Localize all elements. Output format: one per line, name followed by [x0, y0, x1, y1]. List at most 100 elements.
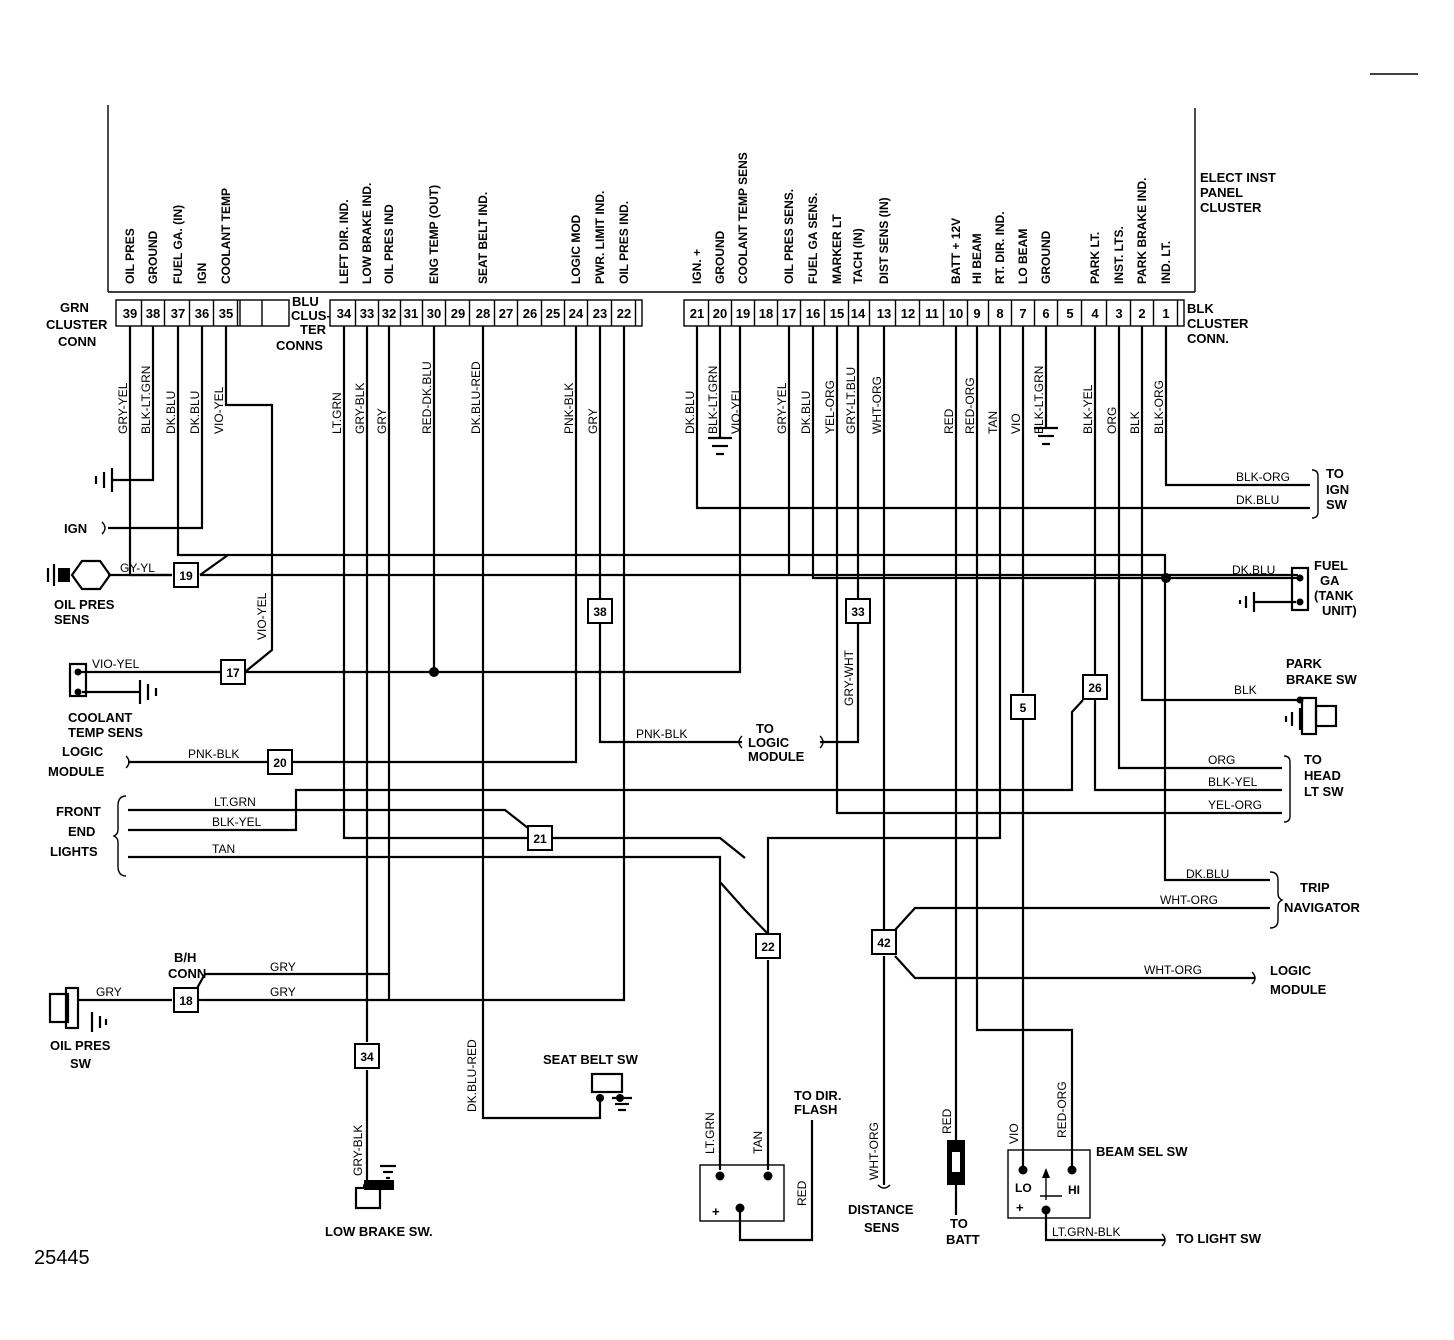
grn-cluster-conn-label: GRN CLUSTER CONN — [46, 300, 111, 349]
fuel-ga-label: FUEL GA (TANK UNIT) — [1314, 558, 1357, 618]
ground-icon — [1284, 708, 1302, 730]
instrument-cluster: ELECT INST PANEL CLUSTER — [107, 105, 1276, 293]
ign-label: IGN — [64, 521, 87, 536]
wire-pin35-coolant — [224, 326, 274, 673]
pin-number-6: 6 — [1042, 306, 1049, 321]
pin-function-16: FUEL GA SENS. — [806, 193, 820, 284]
pin-number-21: 21 — [690, 306, 704, 321]
pin-function-36: IGN — [195, 263, 209, 284]
wire-pin39 — [128, 326, 172, 577]
wire-label: GRY — [96, 985, 122, 999]
pin-function-9: HI BEAM — [970, 233, 984, 284]
wire-label: WHT-ORG — [1144, 963, 1202, 977]
wire-label: VIO-YEL — [255, 592, 269, 640]
splice-label: 5 — [1020, 701, 1027, 715]
blk-cluster-conn-label: BLK CLUSTER CONN. — [1187, 301, 1252, 346]
park-brake-sw-label: PARK BRAKE SW — [1286, 656, 1358, 687]
pin-number-36: 36 — [195, 306, 209, 321]
wire-coolant-to-pin19 — [245, 326, 742, 674]
wire-label: VIO — [1007, 1123, 1021, 1144]
wire-label: WHT-ORG — [867, 1122, 881, 1180]
bh-conn-label: B/H CONN — [168, 950, 206, 981]
beam-hi-label: HI — [1068, 1183, 1080, 1197]
wire-pin37-tap — [199, 554, 229, 576]
ground-icon — [708, 436, 732, 456]
pin-wire-8: TAN — [986, 411, 1000, 434]
oil-pres-sw-label: OIL PRES SW — [50, 1038, 114, 1071]
pin-wire-28: DK.BLU-RED — [469, 361, 483, 434]
connector-tip-icon — [738, 735, 743, 749]
wire-label: WHT-ORG — [1160, 893, 1218, 907]
to-dir-flash-label: TO DIR. FLASH — [794, 1088, 845, 1117]
wire-splice21-out — [552, 836, 746, 859]
front-end-lights-label: FRONT END LIGHTS — [50, 804, 104, 859]
pin-function-2: PARK BRAKE IND. — [1135, 178, 1149, 284]
wire-pin14-logic — [820, 624, 860, 744]
wire-pin1 — [1164, 326, 1310, 487]
pin-function-19: COOLANT TEMP SENS — [736, 152, 750, 284]
pin-number-27: 27 — [499, 306, 513, 321]
wire-label: PNK-BLK — [636, 727, 687, 741]
junction-dot-fuel — [1161, 573, 1171, 583]
wire-pin38-ground — [112, 326, 155, 482]
splice-34 — [354, 1043, 380, 1069]
pin-number-30: 30 — [427, 306, 441, 321]
pin-wire-37: DK.BLU — [164, 391, 178, 434]
pin-function-8: RT. DIR. IND. — [993, 211, 1007, 284]
wire-label: YEL-ORG — [1208, 798, 1262, 812]
pin-wire-30: RED-DK.BLU — [420, 361, 434, 434]
pin-number-39: 39 — [123, 306, 137, 321]
logic-module-right-label: LOGIC MODULE — [1270, 963, 1327, 997]
ground-icon — [46, 564, 56, 586]
ground-icon — [138, 680, 158, 704]
wire-label: LT.GRN — [703, 1112, 717, 1154]
splice-label: 22 — [761, 940, 775, 954]
splice-26 — [1082, 674, 1108, 700]
pin-number-17: 17 — [782, 306, 796, 321]
pin-number-15: 15 — [830, 306, 844, 321]
wire-pin16 — [811, 326, 1298, 580]
wire-pin3 — [1117, 326, 1282, 770]
wire-label: GY-YL — [120, 561, 155, 575]
pin-number-23: 23 — [593, 306, 607, 321]
ground-icon — [1238, 592, 1256, 612]
pin-number-12: 12 — [901, 306, 915, 321]
wire-front-tan — [128, 855, 722, 1170]
to-logic-module-mid-label: TO LOGIC MODULE — [748, 721, 805, 764]
wire-label: VIO-YEL — [92, 657, 140, 671]
pin-number-38: 38 — [146, 306, 160, 321]
low-brake-sw-label: LOW BRAKE SW. — [325, 1224, 433, 1239]
wire-pin2-parkbrake — [1140, 326, 1298, 702]
wire-pin4-headlt — [1093, 700, 1282, 792]
pin-function-22: OIL PRES IND. — [617, 201, 631, 284]
pin-wire-16: DK.BLU — [799, 391, 813, 434]
pin-number-3: 3 — [1115, 306, 1122, 321]
wire-pin9-hibeam — [975, 326, 1074, 1170]
pin-function-7: LO BEAM — [1016, 229, 1030, 284]
pin-wire-39: GRY-YEL — [116, 382, 130, 434]
pin-number-2: 2 — [1138, 306, 1145, 321]
pin-number-37: 37 — [171, 306, 185, 321]
pin-number-13: 13 — [877, 306, 891, 321]
wire-blk-yel-front — [128, 699, 1084, 832]
pin-wire-6: BLK-LT.GRN — [1032, 366, 1046, 434]
pin-function-17: OIL PRES SENS. — [782, 189, 796, 284]
pin-function-38: GROUND — [146, 230, 160, 284]
pin-function-4: PARK LT. — [1088, 232, 1102, 284]
pin-wire-33: GRY-BLK — [353, 383, 367, 434]
pin-wire-38: BLK-LT.GRN — [139, 366, 153, 434]
dir-flash-plus: + — [712, 1204, 720, 1219]
pin-number-8: 8 — [996, 306, 1003, 321]
coolant-temp-sens — [68, 662, 140, 698]
pin-function-3: INST. LTS. — [1112, 226, 1126, 284]
splice-label: 20 — [273, 756, 287, 770]
wire-trip-dkblu — [1163, 580, 1270, 882]
pin-number-28: 28 — [476, 306, 490, 321]
low-brake-sw — [354, 1180, 394, 1210]
pin-number-18: 18 — [759, 306, 773, 321]
pin-wire-2: BLK — [1128, 411, 1142, 434]
ground-icon — [380, 1164, 396, 1180]
pin-wire-10: RED — [942, 408, 956, 434]
oil-pres-sens-label: OIL PRES SENS — [54, 597, 118, 627]
